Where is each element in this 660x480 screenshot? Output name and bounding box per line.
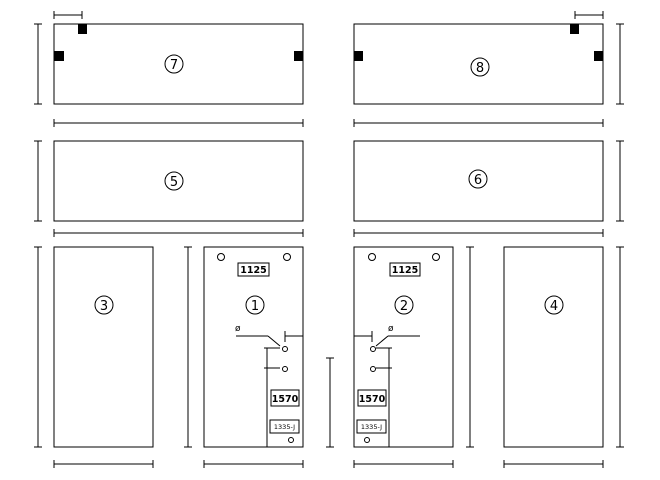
dimension-lines-5	[34, 140, 304, 237]
mount-hole	[432, 253, 440, 261]
mount-hole	[283, 253, 291, 261]
dimension-lines-8	[353, 11, 624, 127]
dimension-lines-4	[503, 246, 624, 468]
hinge-marker	[78, 24, 87, 34]
hinge-marker	[294, 51, 303, 61]
panel-number: 7	[170, 58, 178, 73]
dimension-lines-3	[34, 246, 154, 468]
drill-hole	[282, 366, 288, 372]
panel-number: 2	[400, 299, 408, 314]
panel-8: 8	[353, 23, 604, 105]
drill-hole	[370, 366, 376, 372]
panel-number: 8	[476, 61, 484, 76]
hinge-marker	[594, 51, 603, 61]
size-code: 1570	[359, 394, 386, 405]
drill-hole	[364, 437, 370, 443]
dimension-lines-2	[353, 246, 474, 468]
panel-code: 1125	[240, 265, 266, 276]
panel-5: 5	[53, 140, 304, 222]
reference-code: 1335-J	[361, 423, 382, 431]
diameter-symbol: ø	[235, 324, 241, 334]
panel-number: 4	[550, 299, 558, 314]
panel-number: 6	[474, 173, 482, 188]
panel-6: 6	[353, 140, 604, 222]
hinge-marker	[354, 51, 363, 61]
reference-code: 1335-J	[274, 423, 295, 431]
diameter-symbol: ø	[388, 324, 394, 334]
mount-hole	[368, 253, 376, 261]
panel-1: 1125 1 ø 1570 1335-J	[203, 246, 304, 448]
panel-3: 3	[53, 246, 154, 448]
panel-code: 1125	[392, 265, 418, 276]
panel-4: 4	[503, 246, 604, 448]
panel-number: 1	[251, 299, 259, 314]
hinge-marker	[570, 24, 579, 34]
drill-hole	[370, 346, 376, 352]
panel-2: 1125 2 ø 1570 1335-J	[353, 246, 454, 448]
drill-hole	[282, 346, 288, 352]
drill-hole	[288, 437, 294, 443]
panel-number: 3	[100, 299, 108, 314]
dimension-lines-6	[353, 140, 624, 237]
hinge-marker	[54, 51, 64, 61]
dimension-lines-7	[34, 11, 304, 127]
dimension-lines-1	[184, 246, 334, 468]
size-code: 1570	[272, 394, 299, 405]
panel-7: 7	[53, 23, 304, 105]
panel-number: 5	[170, 175, 178, 190]
mount-hole	[217, 253, 225, 261]
